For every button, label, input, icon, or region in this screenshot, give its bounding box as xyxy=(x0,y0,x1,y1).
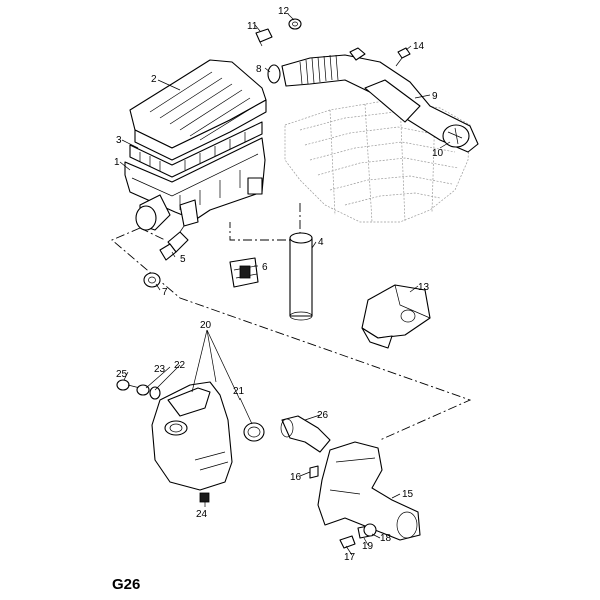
sealing-ring xyxy=(243,422,265,442)
callout-2: 2 xyxy=(151,74,157,85)
callout-19: 19 xyxy=(362,541,374,552)
spacer-22 xyxy=(149,386,161,400)
callout-7: 7 xyxy=(162,287,168,298)
elbow-hose xyxy=(280,415,331,453)
callout-3: 3 xyxy=(116,135,122,146)
callout-12: 12 xyxy=(278,6,290,17)
rubber-mount xyxy=(229,257,259,288)
seal-ring xyxy=(288,18,302,30)
vacuum-valve xyxy=(159,225,189,261)
callout-14: 14 xyxy=(413,41,425,52)
callout-22: 22 xyxy=(174,360,186,371)
callout-4: 4 xyxy=(318,237,324,248)
callout-15: 15 xyxy=(402,489,414,500)
callout-5: 5 xyxy=(180,254,186,265)
callout-20: 20 xyxy=(200,320,212,331)
callout-24: 24 xyxy=(196,509,208,520)
bolt-24 xyxy=(199,492,210,503)
callout-6: 6 xyxy=(262,262,268,273)
intake-tube xyxy=(289,232,313,321)
page-code: G26 xyxy=(112,576,140,593)
resonator-lower xyxy=(151,381,233,491)
callout-8: 8 xyxy=(256,64,262,75)
callout-17: 17 xyxy=(344,552,356,563)
callout-10: 10 xyxy=(432,148,444,159)
callout-18: 18 xyxy=(380,533,392,544)
bolt-17 xyxy=(339,535,356,549)
callout-13: 13 xyxy=(418,282,430,293)
intake-hose xyxy=(281,47,479,153)
resonator-box xyxy=(361,284,431,349)
temperature-sensor xyxy=(255,28,273,47)
callout-16: 16 xyxy=(290,472,302,483)
callout-1: 1 xyxy=(114,157,120,168)
callout-26: 26 xyxy=(317,410,329,421)
screw-16 xyxy=(309,465,319,479)
grommet xyxy=(143,272,161,288)
air-cleaner-lid xyxy=(129,59,267,161)
callout-21: 21 xyxy=(233,386,245,397)
callout-25: 25 xyxy=(116,369,128,380)
callout-9: 9 xyxy=(432,91,438,102)
intake-duct xyxy=(317,441,421,541)
screw-upper xyxy=(395,47,411,67)
callout-23: 23 xyxy=(154,364,166,375)
air-cleaner-housing xyxy=(124,137,266,231)
washer-23 xyxy=(136,384,150,396)
grommet-18 xyxy=(363,523,377,537)
hose-clamp-upper xyxy=(267,64,281,84)
leader-lines xyxy=(119,13,451,556)
callout-11: 11 xyxy=(247,21,258,32)
callout-labels: 1 2 3 4 5 6 7 8 9 10 11 12 13 14 15 16 1… xyxy=(114,6,444,563)
hose-clamp-lower xyxy=(442,124,470,148)
air-filter-element xyxy=(129,121,263,178)
